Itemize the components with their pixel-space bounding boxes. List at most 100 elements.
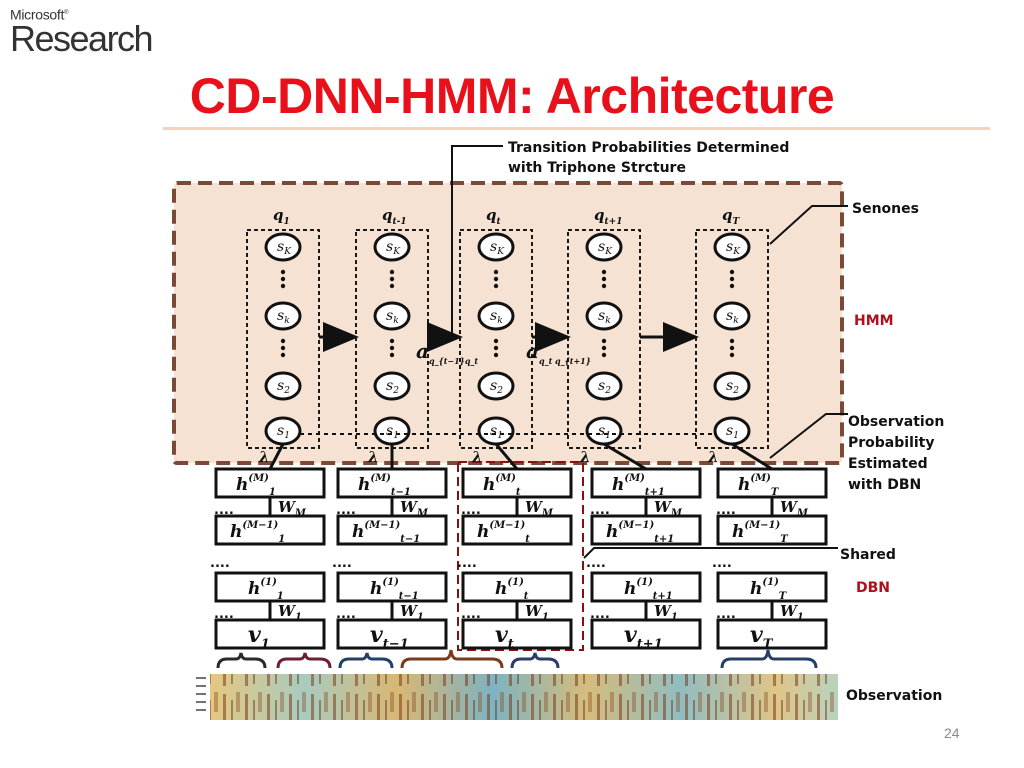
dbn-visible-label-3: vt [495,622,514,652]
dbn-visible-label-4: vt+1 [624,622,663,652]
dbn-ellipsis: .... [586,556,606,571]
dbn-mid-hidden-label-2: h(M−1)t−1 [352,520,420,545]
state-node-4-K [585,232,623,262]
state-node-1-k [264,301,302,331]
state-label-1-k: sk [277,308,290,326]
state-ellipsis-dot [729,345,735,351]
dbn-ellipsis: .... [461,607,481,622]
obs-prob-label-line1: Observation [848,414,944,430]
dbn-ellipsis: .... [590,503,610,518]
dbn-ellipsis: .... [336,503,356,518]
microsoft-research-logo: Microsoft® Research [10,6,154,57]
dbn-top-hidden-label-2: h(M)t−1 [358,473,411,498]
lambda-label-5: λ [707,448,719,466]
dbn-top-hidden-label-3: h(M)t [483,473,521,498]
state-node-4-2 [585,371,623,401]
dbn-mid-hidden-label-4: h(M−1)t+1 [606,520,674,545]
dbn-low-hidden-label-4: h(1)t+1 [624,577,673,602]
transition-probability-label-2: aq_t q_{t+1} [526,339,591,366]
transition-pointer [451,145,503,335]
dbn-ellipsis: .... [712,556,732,571]
obs-prob-label-line4: with DBN [848,477,921,493]
state-label-5-k: sk [726,308,739,326]
lambda-label-2: λ [367,448,379,466]
state-label-1-K: sK [277,239,292,257]
state-ellipsis-dot [601,283,607,289]
dbn-label: DBN [856,580,890,596]
state-label-2-1: s1 [386,423,399,441]
state-ellipsis-dot [493,283,499,289]
weight-label-low-3: W1 [525,602,549,623]
dbn-low-hidden-label-5: h(1)T [750,577,788,602]
state-ellipsis-dot [280,352,286,358]
lambda-label-4: λ [579,448,591,466]
lambda-label-1: λ [258,448,270,466]
state-label-4-2: s2 [598,378,611,396]
dbn-ellipsis: .... [590,607,610,622]
dbn-ellipsis: .... [214,607,234,622]
diagram-dynamic-layer: q1sKsks2s1h(M)1h(M−1)1h(1)1v1WMW1.......… [210,206,828,652]
state-ellipsis-dot [601,345,607,351]
dbn-mid-hidden-box-2 [336,514,448,546]
emission-link-3 [494,443,519,470]
spectrogram [196,674,838,720]
state-ellipsis-dot [389,269,395,275]
emission-link-4 [603,442,647,471]
weight-label-low-4: W1 [654,602,678,623]
state-ellipsis-dot [389,345,395,351]
state-label-3-k: sk [490,308,503,326]
dbn-ellipsis: .... [336,607,356,622]
state-label-5-2: s2 [726,378,739,396]
dbn-low-hidden-label-2: h(1)t−1 [370,577,419,602]
hmm-column-label-5: qT [722,206,741,227]
state-ellipsis-dot [493,352,499,358]
observation-braces [216,649,818,669]
state-node-1-K [264,232,302,262]
state-node-5-2 [713,371,751,401]
state-ellipsis-dot [493,345,499,351]
state-label-4-K: sK [598,239,613,257]
weight-label-low-2: W1 [400,602,424,623]
dbn-low-hidden-box-3 [461,571,573,603]
logo-brand: Microsoft® [10,6,69,23]
state-ellipsis-dot [729,269,735,275]
obs-prob-label-line3: Estimated [848,456,928,472]
state-label-2-2: s2 [386,378,399,396]
dbn-ellipsis: .... [214,503,234,518]
dbn-mid-hidden-label-5: h(M−1)T [732,520,789,545]
state-label-1-1: s1 [277,423,290,441]
state-node-3-k [477,301,515,331]
observation-label: Observation [846,688,942,704]
state-label-2-k: sk [386,308,399,326]
state-node-3-2 [477,371,515,401]
state-ellipsis-dot [601,338,607,344]
state-node-2-2 [373,371,411,401]
hmm-column-label-2: qt-1 [382,206,407,227]
weight-label-top-3: WM [525,498,554,519]
dbn-mid-hidden-label-3: h(M−1)t [477,520,530,545]
state-ellipsis-dot [729,276,735,282]
dbn-visible-label-5: vT [750,622,774,652]
state-label-1-2: s2 [277,378,290,396]
state-ellipsis-dot [280,338,286,344]
hmm-column-label-1: q1 [273,206,290,227]
dbn-visible-box-1 [214,618,326,650]
dbn-top-hidden-label-1: h(M)1 [236,473,276,498]
state-label-3-2: s2 [490,378,503,396]
state-ellipsis-dot [389,283,395,289]
dbn-low-hidden-label-3: h(1)t [495,577,529,602]
state-ellipsis-dot [389,276,395,282]
senones-label: Senones [852,201,919,217]
dbn-ellipsis: .... [461,503,481,518]
dbn-ellipsis: .... [716,503,736,518]
state-label-5-1: s1 [726,423,739,441]
hmm-column-1 [246,229,320,449]
dbn-visible-label-2: vt−1 [370,622,409,652]
state-ellipsis-dot [729,338,735,344]
state-ellipsis-dot [280,345,286,351]
state-label-5-K: sK [726,239,741,257]
state-ellipsis-dot [389,338,395,344]
dbn-top-hidden-box-4 [590,467,702,499]
shared-label: Shared [840,547,896,563]
